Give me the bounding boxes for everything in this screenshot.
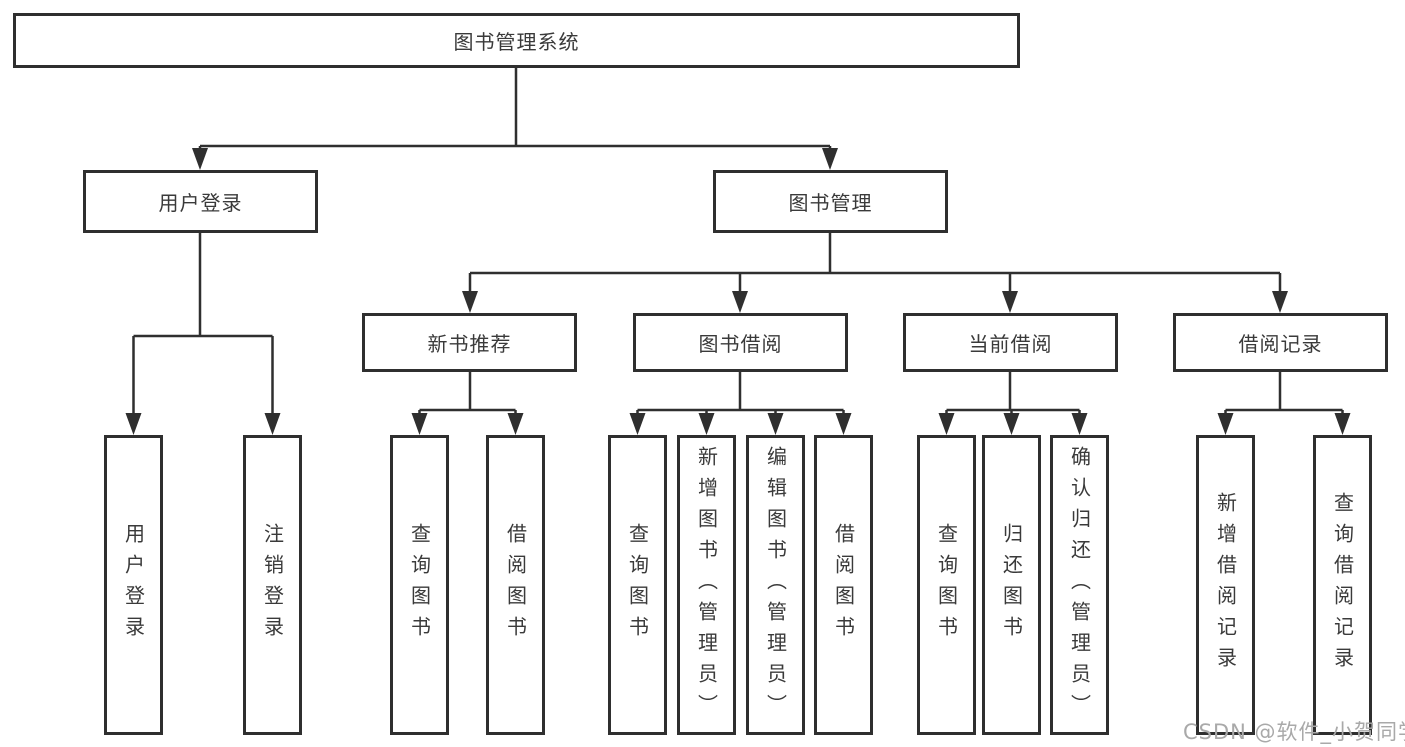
node-label: 新书推荐 bbox=[427, 332, 512, 356]
leaf-borrow-books-recommend: 借阅图书 bbox=[486, 435, 545, 735]
leaf-label: 查询借阅记录 bbox=[1330, 492, 1355, 678]
leaf-label: 归还图书 bbox=[999, 523, 1024, 647]
leaf-logout: 注销登录 bbox=[243, 435, 302, 735]
node-label: 当前借阅 bbox=[968, 332, 1053, 356]
node-book-management: 图书管理 bbox=[713, 170, 948, 233]
node-current-borrowing: 当前借阅 bbox=[903, 313, 1118, 372]
leaf-label: 用户登录 bbox=[121, 523, 146, 647]
node-root-system: 图书管理系统 bbox=[13, 13, 1020, 68]
leaf-query-books-current: 查询图书 bbox=[917, 435, 976, 735]
leaf-label: 查询图书 bbox=[407, 523, 432, 647]
leaf-query-books-borrowing: 查询图书 bbox=[608, 435, 667, 735]
leaf-label: 新增图书（管理员） bbox=[694, 445, 719, 725]
leaf-label: 编辑图书（管理员） bbox=[763, 445, 788, 725]
node-borrowing-records: 借阅记录 bbox=[1173, 313, 1388, 372]
node-label: 借阅记录 bbox=[1238, 332, 1323, 356]
leaf-query-borrow-record: 查询借阅记录 bbox=[1313, 435, 1372, 735]
leaf-label: 借阅图书 bbox=[831, 523, 856, 647]
node-label: 用户登录 bbox=[158, 191, 243, 215]
node-book-borrowing: 图书借阅 bbox=[633, 313, 848, 372]
leaf-borrow-books-borrowing: 借阅图书 bbox=[814, 435, 873, 735]
csdn-watermark: CSDN @软件_小贺同学 bbox=[1183, 720, 1405, 744]
leaf-label: 确认归还（管理员） bbox=[1067, 445, 1092, 725]
node-user-login: 用户登录 bbox=[83, 170, 318, 233]
node-label: 图书管理系统 bbox=[453, 30, 580, 54]
leaf-add-borrow-record: 新增借阅记录 bbox=[1196, 435, 1255, 735]
leaf-label: 查询图书 bbox=[934, 523, 959, 647]
leaf-query-books-recommend: 查询图书 bbox=[390, 435, 449, 735]
leaf-label: 借阅图书 bbox=[503, 523, 528, 647]
leaf-label: 查询图书 bbox=[625, 523, 650, 647]
leaf-return-books: 归还图书 bbox=[982, 435, 1041, 735]
leaf-edit-books-admin: 编辑图书（管理员） bbox=[746, 435, 805, 735]
leaf-add-books-admin: 新增图书（管理员） bbox=[677, 435, 736, 735]
leaf-label: 注销登录 bbox=[260, 523, 285, 647]
node-label: 图书借阅 bbox=[698, 332, 783, 356]
node-label: 图书管理 bbox=[788, 191, 873, 215]
node-new-book-recommend: 新书推荐 bbox=[362, 313, 577, 372]
leaf-confirm-return-admin: 确认归还（管理员） bbox=[1050, 435, 1109, 735]
leaf-label: 新增借阅记录 bbox=[1213, 492, 1238, 678]
leaf-user-login: 用户登录 bbox=[104, 435, 163, 735]
